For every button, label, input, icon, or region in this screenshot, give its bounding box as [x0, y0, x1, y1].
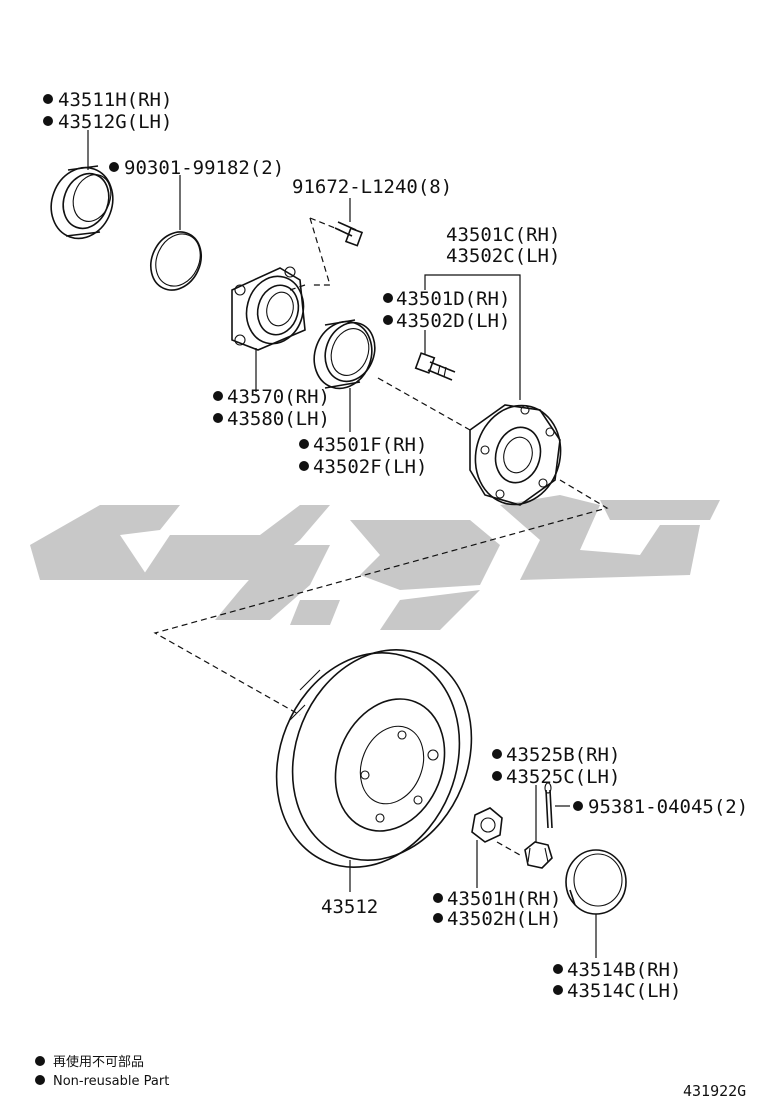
label-43501C: 43501C(RH) [446, 224, 560, 246]
label-43512G: 43512G(LH) [58, 111, 172, 133]
label-43502H: 43502H(LH) [447, 908, 561, 930]
label-43501F: 43501F(RH) [313, 434, 427, 456]
label-43501D: 43501D(RH) [396, 288, 510, 310]
label-43511H: 43511H(RH) [58, 89, 172, 111]
label-43502D: 43502D(LH) [396, 310, 510, 332]
watermark-logo [30, 495, 720, 630]
label-43514C: 43514C(LH) [567, 980, 681, 1002]
label-43502C: 43502C(LH) [446, 245, 560, 267]
label-43501H: 43501H(RH) [447, 888, 561, 910]
axle-hub-43501C [469, 404, 562, 506]
legend-non-reusable-jp: 再使用不可部品 [53, 1054, 144, 1070]
legend-non-reusable-en: Non-reusable Part [53, 1074, 169, 1089]
grease-cap-43514B [565, 849, 627, 915]
lock-cap-43525B [524, 841, 553, 869]
disc-rotor-43512 [275, 649, 473, 868]
label-95381-04045: 95381-04045(2) [588, 796, 748, 818]
oil-seal-43501F [313, 319, 376, 390]
label-90301-99182: 90301-99182(2) [124, 157, 284, 179]
label-43512: 43512 [321, 896, 378, 918]
hub-nut-43501H [471, 807, 503, 843]
label-43514B: 43514B(RH) [567, 959, 681, 981]
label-43502F: 43502F(LH) [313, 456, 427, 478]
label-91672-L1240: 91672-L1240(8) [292, 176, 452, 198]
diagram-code: 431922G [683, 1082, 746, 1100]
label-43525B: 43525B(RH) [506, 744, 620, 766]
cotter-pin-95381 [544, 782, 553, 829]
oil-seal-43511H [50, 165, 114, 240]
o-ring-90301 [150, 231, 202, 291]
hub-bolt-43501D [414, 352, 456, 381]
bolt-91672 [309, 217, 364, 247]
label-43580: 43580(LH) [227, 408, 330, 430]
label-43525C: 43525C(LH) [506, 766, 620, 788]
hub-bearing-43570 [231, 266, 306, 351]
label-43570: 43570(RH) [227, 386, 330, 408]
non-reusable-markers [35, 94, 583, 1085]
